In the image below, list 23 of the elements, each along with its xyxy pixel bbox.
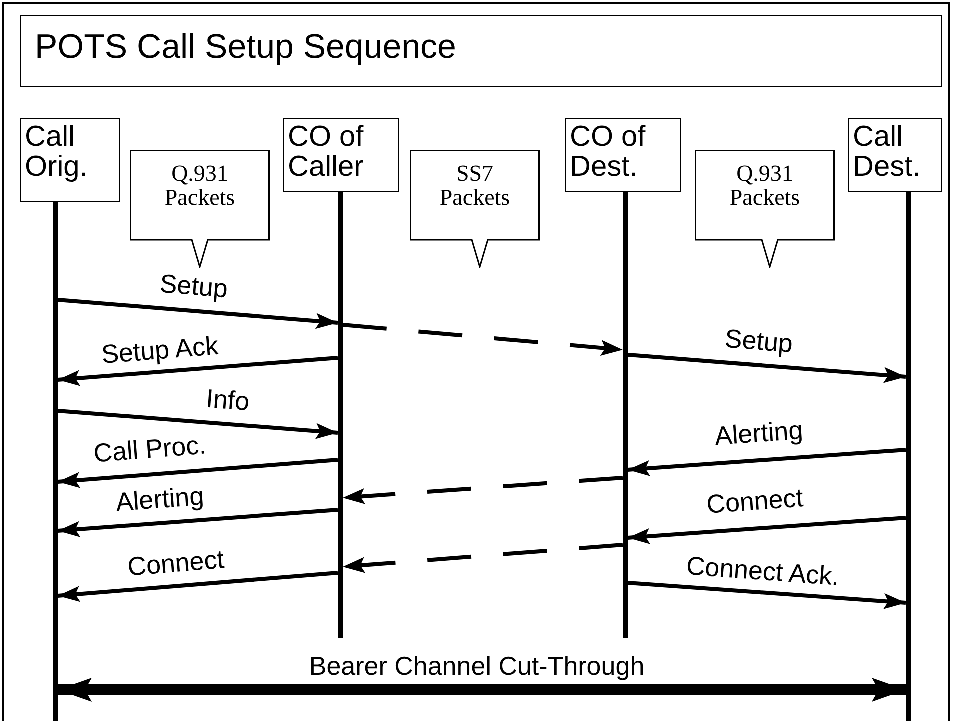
callout-bubble: Q.931 Packets — [130, 150, 270, 268]
lifeline — [338, 192, 343, 638]
callout-bubble: SS7 Packets — [410, 150, 540, 268]
arrow — [58, 458, 338, 488]
lifeline — [53, 202, 58, 721]
lifeline — [906, 192, 911, 721]
arrow — [628, 448, 906, 476]
arrow — [58, 508, 338, 538]
participant-box: Call Orig. — [20, 118, 120, 202]
lifeline — [623, 192, 628, 638]
double-arrow — [58, 678, 906, 702]
arrow — [628, 516, 906, 544]
title: POTS Call Setup Sequence — [20, 15, 942, 87]
arrow — [58, 356, 338, 386]
arrow — [58, 409, 338, 440]
arrow — [628, 353, 906, 384]
arrow — [628, 581, 906, 610]
arrow — [58, 298, 338, 330]
participant-box: Call Dest. — [848, 118, 942, 192]
callout-bubble: Q.931 Packets — [695, 150, 835, 268]
participant-box: CO of Dest. — [565, 118, 681, 192]
participant-box: CO of Caller — [283, 118, 399, 192]
arrow — [58, 571, 338, 602]
